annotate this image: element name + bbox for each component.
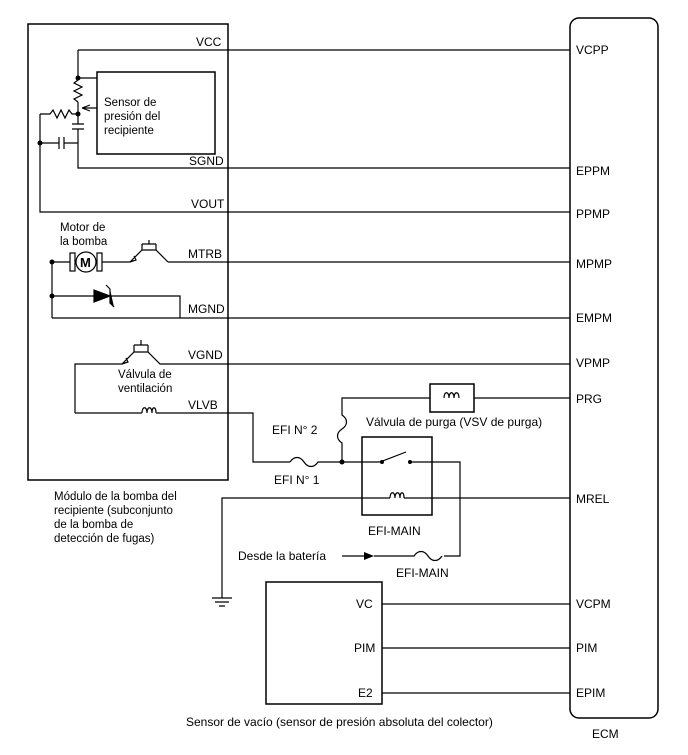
wire-vacuum-sensor [382, 603, 570, 694]
pin-vout: VOUT [191, 197, 225, 211]
capacitor-symbol [40, 137, 78, 149]
relay-contact [380, 460, 384, 464]
pump-module-box [27, 23, 229, 481]
efi1-label: EFI N° 1 [274, 473, 320, 487]
zener-diode-symbol [93, 284, 115, 308]
pin-pim-ecm: PIM [576, 641, 597, 655]
purge-valve-box [429, 383, 475, 413]
pin-empm: EMPM [576, 311, 612, 325]
purge-valve-label: Válvula de purga (VSV de purga) [366, 415, 542, 429]
pin-vcpm: VCPM [576, 597, 611, 611]
ecm-box [569, 17, 659, 719]
wire [51, 262, 181, 318]
pin-mpmp: MPMP [576, 257, 612, 271]
pump-module-caption: Módulo de la bomba del recipiente (subco… [54, 491, 180, 545]
purge-valve-coil [443, 392, 460, 399]
arrow-icon [364, 552, 374, 560]
motor-brush [96, 252, 103, 272]
efi1-fuse-symbol [289, 456, 342, 468]
pump-motor-label: Motor de la bomba [60, 222, 109, 248]
pin-mgnd: MGND [188, 302, 225, 316]
pin-e2: E2 [358, 686, 373, 700]
wire-vcc-drop [77, 50, 97, 80]
vacuum-sensor-box [265, 581, 383, 705]
wire-sgnd [77, 143, 570, 169]
pin-eppm: EPPM [576, 164, 610, 178]
relay-switch-contacts [342, 451, 461, 557]
pin-mrel: MREL [576, 492, 610, 506]
pin-vpmp: VPMP [576, 356, 610, 370]
ecm-label: ECM [592, 727, 619, 741]
motor-letter: M [80, 255, 91, 270]
relay-contact [408, 460, 412, 464]
relay-coil [389, 492, 405, 499]
wire-mrel [221, 497, 570, 598]
efi-main-relay-box [361, 436, 433, 516]
pin-mtrb: MTRB [188, 247, 222, 261]
pin-prg: PRG [576, 392, 602, 406]
pump-motor-icon [75, 251, 97, 273]
resistor-symbol [40, 108, 78, 120]
battery-label: Desde la batería [238, 549, 326, 563]
efi-main-fuse-label: EFI-MAIN [396, 566, 449, 580]
wiper-arrow [77, 102, 97, 114]
canister-pressure-sensor-label: Sensor de presión del recipiente [104, 97, 163, 137]
pin-ppmp: PPMP [576, 207, 610, 221]
pin-vc: VC [356, 597, 373, 611]
junction-dot [49, 293, 55, 299]
efi2-label: EFI N° 2 [272, 423, 318, 437]
vent-valve-label: Válvula de ventilación [118, 369, 175, 395]
pin-vlvb: VLVB [188, 398, 218, 412]
efi-main-fuse-symbol [374, 550, 443, 562]
motor-brush [69, 252, 76, 272]
canister-pressure-sensor-box [96, 71, 216, 155]
vent-valve-coil [141, 407, 157, 414]
capacitor-symbol [72, 123, 84, 143]
vacuum-sensor-caption: Sensor de vacío (sensor de presión absol… [186, 715, 493, 729]
wire-vgnd [74, 340, 570, 413]
resistor-symbol [72, 79, 84, 103]
ground-icon [212, 597, 232, 607]
pin-sgnd: SGND [189, 154, 224, 168]
pin-vcpp: VCPP [576, 43, 609, 57]
pin-pim-sensor: PIM [354, 641, 375, 655]
wire-vlvb [75, 412, 290, 463]
motor-transistor-symbol [129, 240, 169, 263]
pin-vgnd: VGND [188, 348, 223, 362]
efi2-fuse-symbol [336, 397, 430, 462]
wire-vout [39, 114, 570, 213]
pin-vcc: VCC [196, 35, 222, 49]
pin-epim: EPIM [576, 686, 605, 700]
relay-label: EFI-MAIN [368, 524, 421, 538]
